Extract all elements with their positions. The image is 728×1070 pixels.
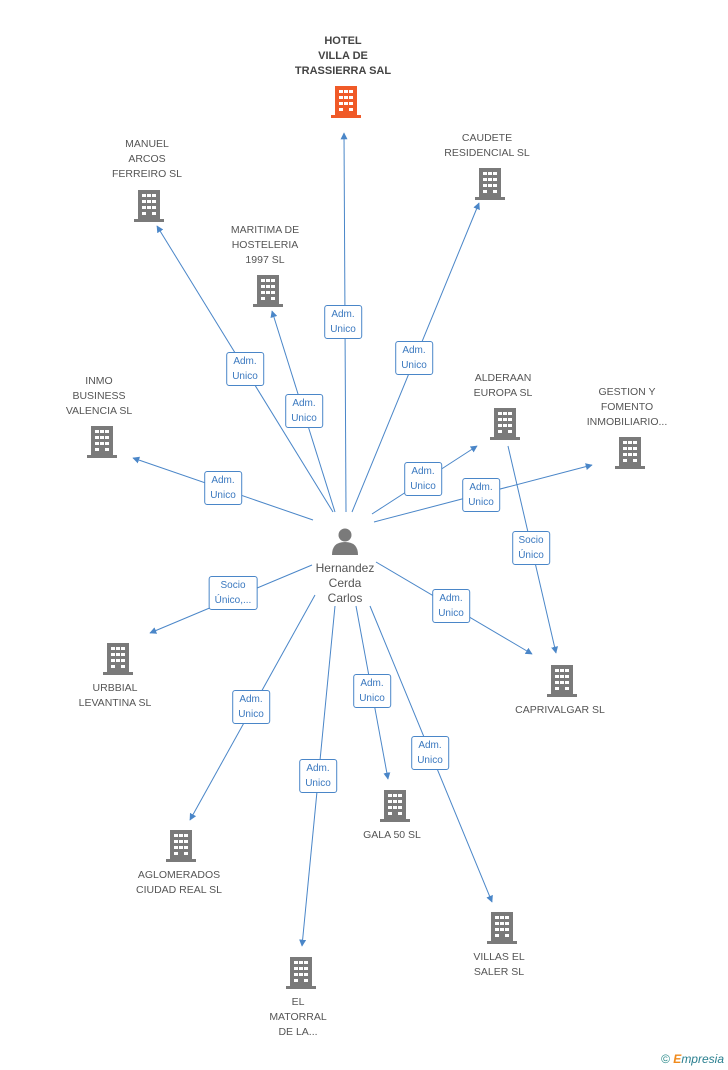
- company-label-gala[interactable]: GALA 50 SL: [363, 829, 421, 841]
- building-icon-urbbial[interactable]: [103, 643, 133, 675]
- empresia-logo[interactable]: © Empresia: [661, 1052, 724, 1066]
- building-icon-caprivalgar[interactable]: [547, 665, 577, 697]
- company-label-inmo[interactable]: INMO BUSINESS VALENCIA SL: [65, 375, 133, 417]
- relation-label-alderaan-to-caprivalgar[interactable]: Socio Único: [512, 531, 550, 565]
- relation-label-villas[interactable]: Adm. Unico: [411, 736, 449, 770]
- relation-label-hotel[interactable]: Adm. Unico: [324, 305, 362, 339]
- company-label-hotel[interactable]: HOTEL VILLA DE TRASSIERRA SAL: [294, 35, 392, 77]
- brand-name: mpresia: [681, 1052, 724, 1066]
- person-icon[interactable]: [332, 528, 358, 556]
- person-label[interactable]: Hernandez Cerda Carlos: [315, 561, 375, 605]
- building-icon-gestion[interactable]: [615, 437, 645, 469]
- node-layer: [87, 86, 645, 989]
- company-label-caprivalgar[interactable]: CAPRIVALGAR SL: [515, 704, 605, 716]
- relation-label-caprivalgar[interactable]: Adm. Unico: [432, 589, 470, 623]
- building-icon-caudete[interactable]: [475, 168, 505, 200]
- building-icon-hotel[interactable]: [331, 86, 361, 118]
- building-icon-inmo[interactable]: [87, 426, 117, 458]
- company-label-urbbial[interactable]: URBBIAL LEVANTINA SL: [78, 682, 152, 709]
- building-icon-matorral[interactable]: [286, 957, 316, 989]
- relation-label-urbbial[interactable]: Socio Único,...: [208, 576, 258, 610]
- relation-label-maritima[interactable]: Adm. Unico: [285, 394, 323, 428]
- building-icon-alderaan[interactable]: [490, 408, 520, 440]
- building-icon-villas[interactable]: [487, 912, 517, 944]
- relation-label-aglomerados[interactable]: Adm. Unico: [232, 690, 270, 724]
- company-label-caudete[interactable]: CAUDETE RESIDENCIAL SL: [444, 132, 530, 159]
- company-label-aglomerados[interactable]: AGLOMERADOS CIUDAD REAL SL: [136, 869, 222, 896]
- company-label-maritima[interactable]: MARITIMA DE HOSTELERIA 1997 SL: [230, 224, 300, 266]
- building-icon-maritima[interactable]: [253, 275, 283, 307]
- company-label-alderaan[interactable]: ALDERAAN EUROPA SL: [473, 372, 533, 399]
- building-icon-aglomerados[interactable]: [166, 830, 196, 862]
- company-label-gestion[interactable]: GESTION Y FOMENTO INMOBILIARIO...: [586, 386, 668, 428]
- copyright-symbol: ©: [661, 1052, 670, 1066]
- company-label-villas[interactable]: VILLAS EL SALER SL: [473, 951, 525, 978]
- relation-label-gala[interactable]: Adm. Unico: [353, 674, 391, 708]
- relation-label-alderaan[interactable]: Adm. Unico: [404, 462, 442, 496]
- relation-label-caudete[interactable]: Adm. Unico: [395, 341, 433, 375]
- company-label-manuel[interactable]: MANUEL ARCOS FERREIRO SL: [111, 138, 183, 180]
- relation-label-inmo[interactable]: Adm. Unico: [204, 471, 242, 505]
- company-label-matorral[interactable]: EL MATORRAL DE LA...: [269, 996, 327, 1038]
- brand-e: E: [673, 1052, 682, 1066]
- building-icon-gala[interactable]: [380, 790, 410, 822]
- building-icon-manuel[interactable]: [134, 190, 164, 222]
- relation-label-matorral[interactable]: Adm. Unico: [299, 759, 337, 793]
- relation-label-gestion[interactable]: Adm. Unico: [462, 478, 500, 512]
- relation-label-manuel[interactable]: Adm. Unico: [226, 352, 264, 386]
